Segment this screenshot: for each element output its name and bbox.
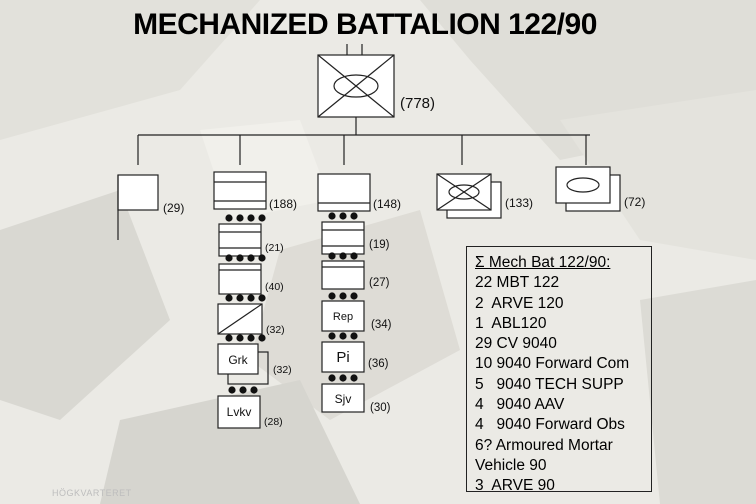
tank-subunit-1 [218,223,262,257]
page-title: MECHANIZED BATTALION 122/90 [133,8,597,41]
staff-company-strength: (29) [163,201,184,215]
summary-line: 4 9040 AAV [475,396,565,414]
footer-watermark: HÖGKVARTERET [52,488,132,498]
summary-line: 1 ABL120 [475,314,547,332]
support-subunit-5 [321,383,365,413]
support-subunit-label: Pi [336,349,349,366]
support-subunit-strength: (19) [369,239,390,251]
summary-line: 29 CV 9040 [475,335,557,353]
support-subunit-strength: (27) [369,277,390,289]
summary-line: 10 9040 Forward Com [475,355,630,373]
infantry-company-symbol [436,173,502,219]
support-subunit-label: Sjv [335,392,352,406]
summary-line: 6? Armoured Mortar [475,436,613,454]
summary-line: 4 9040 Forward Obs [475,416,625,434]
support-company-symbol [317,173,371,212]
tank-subunit-strength: (32) [273,364,292,376]
support-company-strength: (148) [373,197,401,211]
tank-company-symbol [213,171,267,210]
hq-strength: (778) [400,95,435,112]
summary-box: Σ Mech Bat 122/90: 22 MBT 122 2 ARVE 120… [466,246,652,494]
staff-company-symbol [117,174,159,240]
support-subunit-strength: (36) [368,358,389,370]
tank-subunit-strength: (21) [265,242,284,254]
tank-subunit-strength: (32) [266,324,285,336]
summary-line: Vehicle 90 [475,456,547,474]
summary-line: 3 ARVE 90 [475,477,555,495]
support-subunit-2 [321,260,365,290]
hq-symbol [317,44,395,118]
summary-line: 5 9040 TECH SUPP [475,375,624,393]
tank-subunit-label: Lvkv [227,405,252,419]
summary-heading: Σ Mech Bat 122/90: [475,254,611,271]
mech-company-symbol [555,166,621,212]
tank-company-strength: (188) [269,197,297,211]
mech-company-strength: (72) [624,195,645,209]
support-subunit-strength: (34) [371,319,392,331]
tank-subunit-strength: (40) [265,281,284,293]
tank-subunit-5 [217,395,261,429]
support-subunit-1 [321,221,365,255]
tank-subunit-2 [218,263,262,295]
tank-subunit-3 [217,303,263,335]
echelon-dots [225,212,358,394]
tank-subunit-4 [217,343,269,385]
infantry-company-strength: (133) [505,196,533,210]
support-subunit-label: Rep [333,311,353,323]
summary-line: 2 ARVE 120 [475,294,564,312]
support-subunit-3 [321,300,365,332]
support-subunit-4 [321,341,365,373]
support-subunit-strength: (30) [370,402,391,414]
summary-line: 22 MBT 122 [475,274,560,292]
tank-subunit-label: Grk [228,353,248,367]
tank-subunit-strength: (28) [264,416,283,428]
